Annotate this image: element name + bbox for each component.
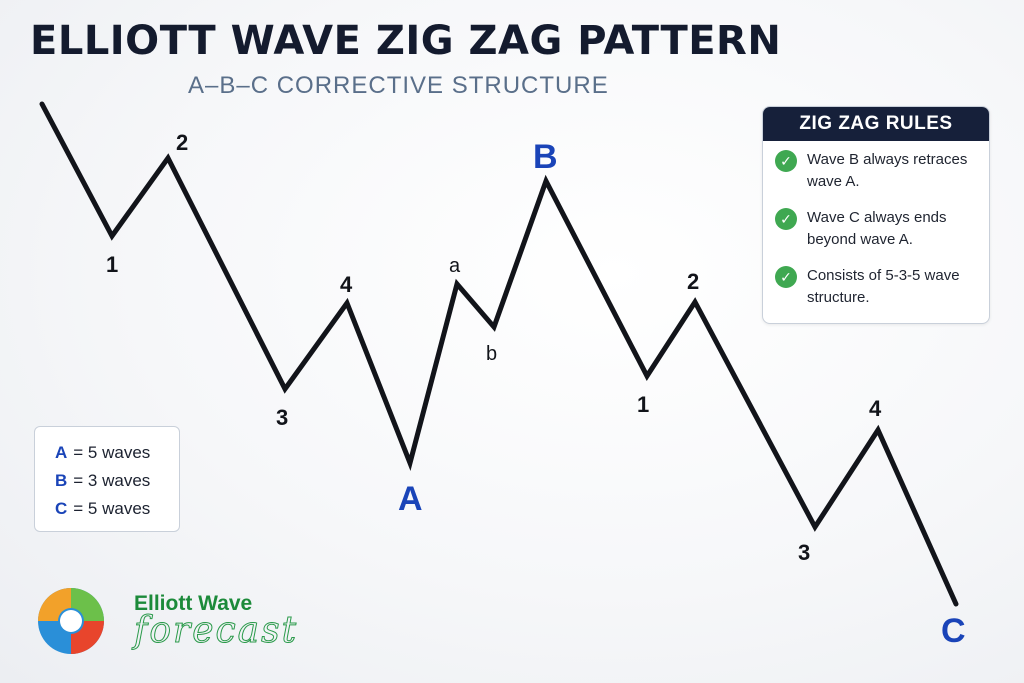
wave-c-label-1: 1 [637,392,649,417]
rule-item: ✓ Consists of 5-3-5 wave structure. [775,265,977,309]
wave-label-C: C [941,612,966,650]
rules-list: ✓ Wave B always retraces wave A. ✓ Wave … [763,141,989,309]
legend-row-a: A = 5 waves [55,439,179,467]
rule-text: Wave C always ends beyond wave A. [807,209,947,248]
page-title: ELLIOTT WAVE ZIG ZAG PATTERN [30,18,782,64]
legend-text: = 3 waves [73,471,151,490]
wave-path [39,101,959,607]
legend-row-b: B = 3 waves [55,467,179,495]
logo-text-line1: Elliott Wave [134,592,253,615]
legend-letter: A [55,443,68,462]
logo-text-line2: forecast [133,610,299,652]
check-icon: ✓ [775,208,797,230]
rule-item: ✓ Wave B always retraces wave A. [775,149,977,193]
wave-b-label-b: b [486,343,497,365]
zigzag-rules-panel: ZIG ZAG RULES ✓ Wave B always retraces w… [762,106,990,324]
rules-title: ZIG ZAG RULES [763,107,989,141]
rule-text: Consists of 5-3-5 wave structure. [807,267,960,306]
swirl-logo-icon [38,588,104,654]
wave-c-label-3: 3 [798,540,810,565]
wave-a-label-2: 2 [176,130,188,155]
page-subtitle: A–B–C CORRECTIVE STRUCTURE [188,72,609,99]
wave-b-label-a: a [449,255,461,277]
legend-letter: C [55,499,68,518]
wave-count-legend: A = 5 waves B = 3 waves C = 5 waves [34,426,180,532]
check-icon: ✓ [775,266,797,288]
legend-text: = 5 waves [73,443,151,462]
brand-logo: Elliott Wave forecast [34,582,297,662]
rule-item: ✓ Wave C always ends beyond wave A. [775,207,977,251]
wave-a-label-3: 3 [276,405,288,430]
wave-a-label-1: 1 [106,252,118,277]
wave-a-label-4: 4 [340,272,353,297]
wave-c-label-2: 2 [687,269,699,294]
legend-row-c: C = 5 waves [55,495,179,523]
check-icon: ✓ [775,150,797,172]
wave-c-label-4: 4 [869,396,882,421]
rule-text: Wave B always retraces wave A. [807,151,968,190]
wave-label-B: B [533,138,558,176]
wave-label-A: A [398,480,423,518]
legend-text: = 5 waves [73,499,151,518]
legend-letter: B [55,471,68,490]
